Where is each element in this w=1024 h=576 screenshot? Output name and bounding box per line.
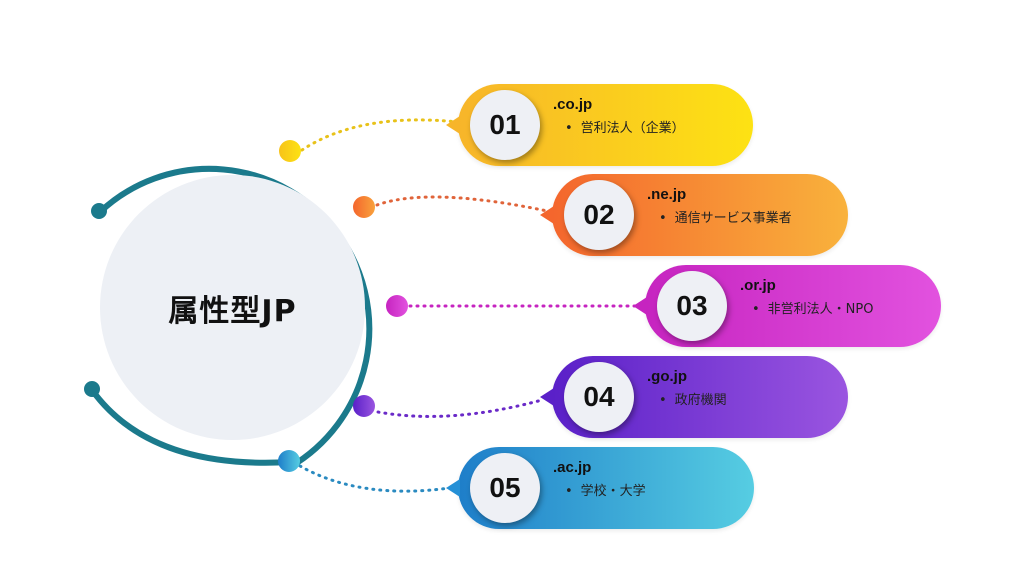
ring-end-dot-bottom (84, 381, 100, 397)
item-description: 学校・大学 (565, 480, 646, 499)
item-card-01: 01 .co.jp 営利法人（企業） (446, 84, 753, 166)
item-description: 営利法人（企業） (565, 117, 685, 136)
node-03 (386, 295, 408, 317)
item-description: 通信サービス事業者 (659, 207, 792, 226)
item-domain: .ac.jp (553, 459, 592, 476)
item-description: 非営利法人・NPO (752, 298, 874, 317)
node-05 (278, 450, 300, 472)
hub-circle: 属性型JP (100, 175, 365, 440)
item-number: 04 (564, 362, 634, 432)
item-number: 01 (470, 90, 540, 160)
item-card-05: 05 .ac.jp 学校・大学 (446, 447, 754, 529)
node-04 (353, 395, 375, 417)
ring-end-dot-top (91, 203, 107, 219)
pointer-tail (540, 206, 554, 224)
item-domain: .or.jp (740, 277, 776, 294)
item-number: 05 (470, 453, 540, 523)
item-card-02: 02 .ne.jp 通信サービス事業者 (540, 174, 848, 256)
pointer-tail (446, 479, 460, 497)
node-01 (279, 140, 301, 162)
pointer-tail (446, 116, 460, 134)
item-number: 03 (657, 271, 727, 341)
item-domain: .ne.jp (647, 186, 687, 203)
item-number: 02 (564, 180, 634, 250)
item-description: 政府機関 (659, 389, 727, 408)
item-domain: .go.jp (647, 368, 687, 385)
item-domain: .co.jp (553, 96, 593, 113)
hub-title: 属性型JP (168, 293, 297, 329)
item-card-03: 03 .or.jp 非営利法人・NPO (633, 265, 941, 347)
pointer-tail (633, 297, 647, 315)
node-02 (353, 196, 375, 218)
ring-lower-arc (89, 387, 293, 466)
pointer-tail (540, 388, 554, 406)
item-card-04: 04 .go.jp 政府機関 (540, 356, 848, 438)
